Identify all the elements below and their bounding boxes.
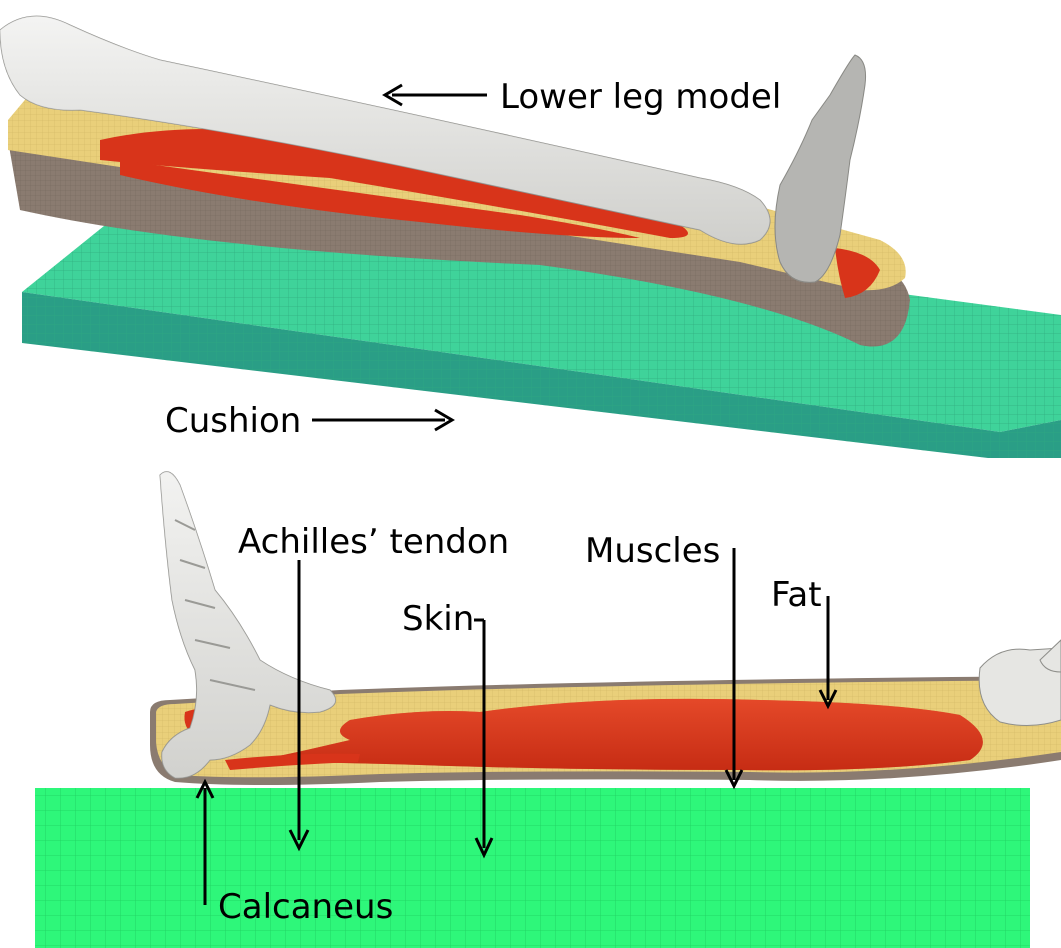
label-fat: Fat — [771, 575, 822, 615]
label-skin: Skin — [402, 599, 474, 639]
bottom-panel — [35, 472, 1061, 948]
label-cushion: Cushion — [165, 401, 301, 441]
label-calcaneus: Calcaneus — [218, 887, 393, 927]
label-lower-leg-model: Lower leg model — [500, 77, 781, 117]
label-muscles: Muscles — [585, 531, 720, 571]
lower-leg-section — [150, 472, 1061, 785]
label-achilles-tendon: Achilles’ tendon — [238, 522, 509, 562]
cushion-bottom — [35, 788, 1030, 948]
